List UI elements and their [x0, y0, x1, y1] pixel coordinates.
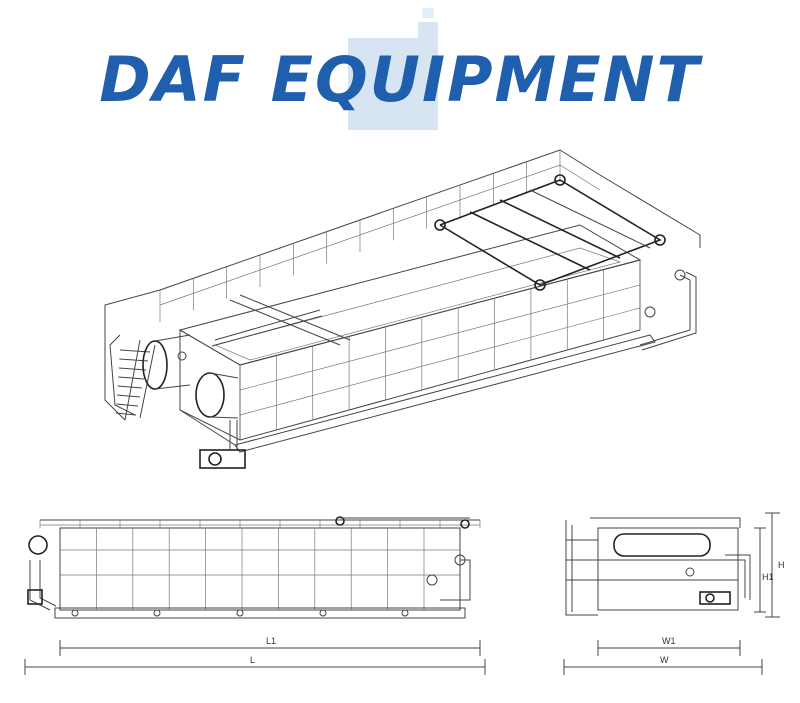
end-tank-body — [597, 527, 739, 611]
saturator-tanks — [142, 334, 239, 419]
tank-inner-rim — [213, 247, 622, 361]
end-elevation: W1 W H H1 — [563, 512, 785, 675]
title-accent-block — [348, 38, 438, 130]
handrail — [159, 149, 701, 322]
tank-top-rim — [178, 224, 642, 366]
dim-label-l1: L1 — [266, 636, 276, 646]
title-accent-block-small — [418, 22, 438, 38]
dim-label-h1: H1 — [762, 572, 774, 582]
access-stairs — [104, 289, 161, 421]
tank-front-face — [239, 259, 641, 441]
dim-label-w1: W1 — [662, 636, 676, 646]
outlet-pipe — [639, 269, 697, 351]
dim-label-l: L — [250, 655, 255, 665]
side-elevation: L1 L — [24, 516, 486, 675]
isometric-view — [104, 149, 701, 469]
side-tank-body — [59, 527, 461, 611]
dim-label-w: W — [660, 655, 669, 665]
end-saturator — [613, 533, 711, 557]
skimmer-assembly — [434, 174, 666, 291]
side-base-skid — [54, 607, 466, 619]
inlet-headers — [211, 294, 351, 347]
tank-ribs — [239, 260, 641, 440]
title-accent-block-tiny — [422, 8, 434, 18]
dim-label-h: H — [778, 560, 785, 570]
page-title: DAF EQUIPMENT — [99, 43, 701, 116]
side-saturator — [28, 535, 48, 555]
base-skid — [234, 334, 656, 453]
title-area: DAF EQUIPMENT — [0, 0, 800, 140]
pump-skid — [199, 420, 246, 469]
